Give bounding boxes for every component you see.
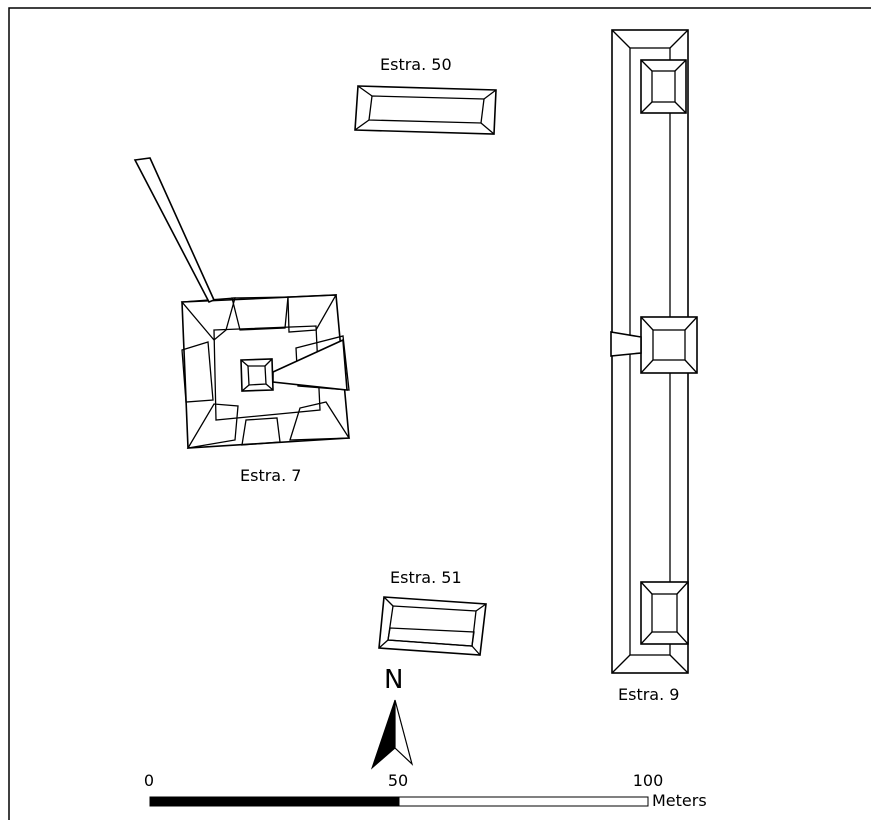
scale-bar: 0 50 100 Meters	[144, 771, 707, 810]
structure-estra-51	[378, 596, 487, 656]
scale-tick-100: 100	[633, 771, 664, 790]
scale-segments	[149, 796, 649, 807]
label-estra-9: Estra. 9	[618, 685, 679, 704]
structure-estra-9	[610, 29, 698, 674]
label-estra-51: Estra. 51	[390, 568, 462, 587]
scale-tick-0: 0	[144, 771, 154, 790]
north-arrow: N	[370, 665, 414, 770]
label-estra-7: Estra. 7	[240, 466, 301, 485]
map-frame	[8, 7, 871, 820]
scale-segment-0	[149, 796, 400, 807]
scale-segment-1	[398, 796, 649, 807]
structure-estra-7	[133, 157, 351, 449]
north-arrow-dark-half	[370, 699, 396, 770]
structure-estra-50	[354, 85, 497, 135]
scale-tick-50: 50	[388, 771, 408, 790]
north-arrow-light-half	[394, 699, 414, 766]
label-estra-50: Estra. 50	[380, 55, 452, 74]
scale-unit-label: Meters	[652, 791, 707, 810]
north-label: N	[384, 665, 403, 695]
